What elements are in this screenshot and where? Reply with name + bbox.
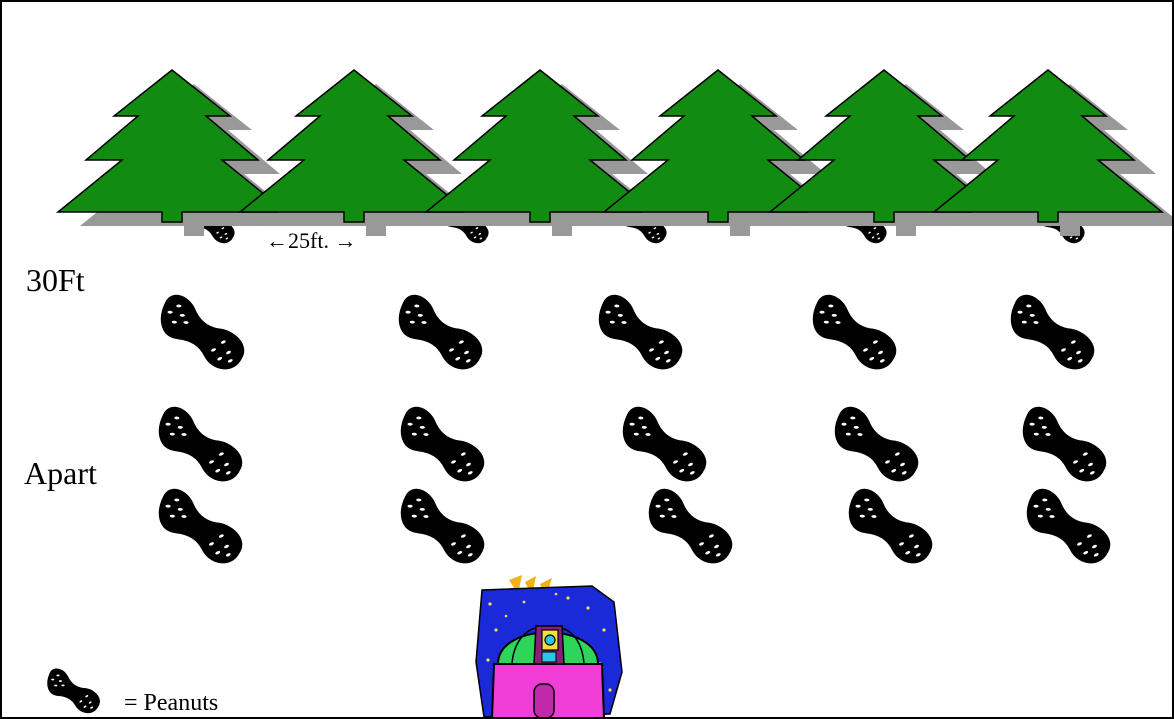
tree-spacing-label: ←25ft. → — [266, 228, 356, 254]
peanut-icon — [391, 402, 493, 488]
peanut-icon — [639, 484, 741, 570]
pine-tree-body — [240, 70, 468, 222]
peanut-icon — [839, 484, 941, 570]
peanut-icon — [1013, 402, 1115, 488]
pine-tree-body — [58, 70, 286, 222]
peanut-icon — [1017, 484, 1119, 570]
tree-row — [58, 70, 1172, 236]
row-spacing-label-top: 30Ft — [26, 262, 85, 299]
peanut-icon — [151, 290, 253, 376]
peanut-icon — [149, 484, 251, 570]
peanut-icon — [589, 290, 691, 376]
peanut-icon — [613, 402, 715, 488]
observatory-icon — [476, 575, 622, 717]
pine-tree-icon — [934, 70, 1172, 236]
legend-peanut-icon — [41, 666, 104, 717]
peanut-icon — [391, 484, 493, 570]
row-spacing-label-bottom: Apart — [24, 455, 97, 492]
peanut-icon — [389, 290, 491, 376]
peanut-rows — [149, 290, 1119, 570]
peanut-icon — [1001, 290, 1103, 376]
legend-label: = Peanuts — [124, 690, 218, 717]
peanut-icon — [825, 402, 927, 488]
peanut-icon — [149, 402, 251, 488]
pine-tree-body — [934, 70, 1162, 222]
peanut-icon — [803, 290, 905, 376]
